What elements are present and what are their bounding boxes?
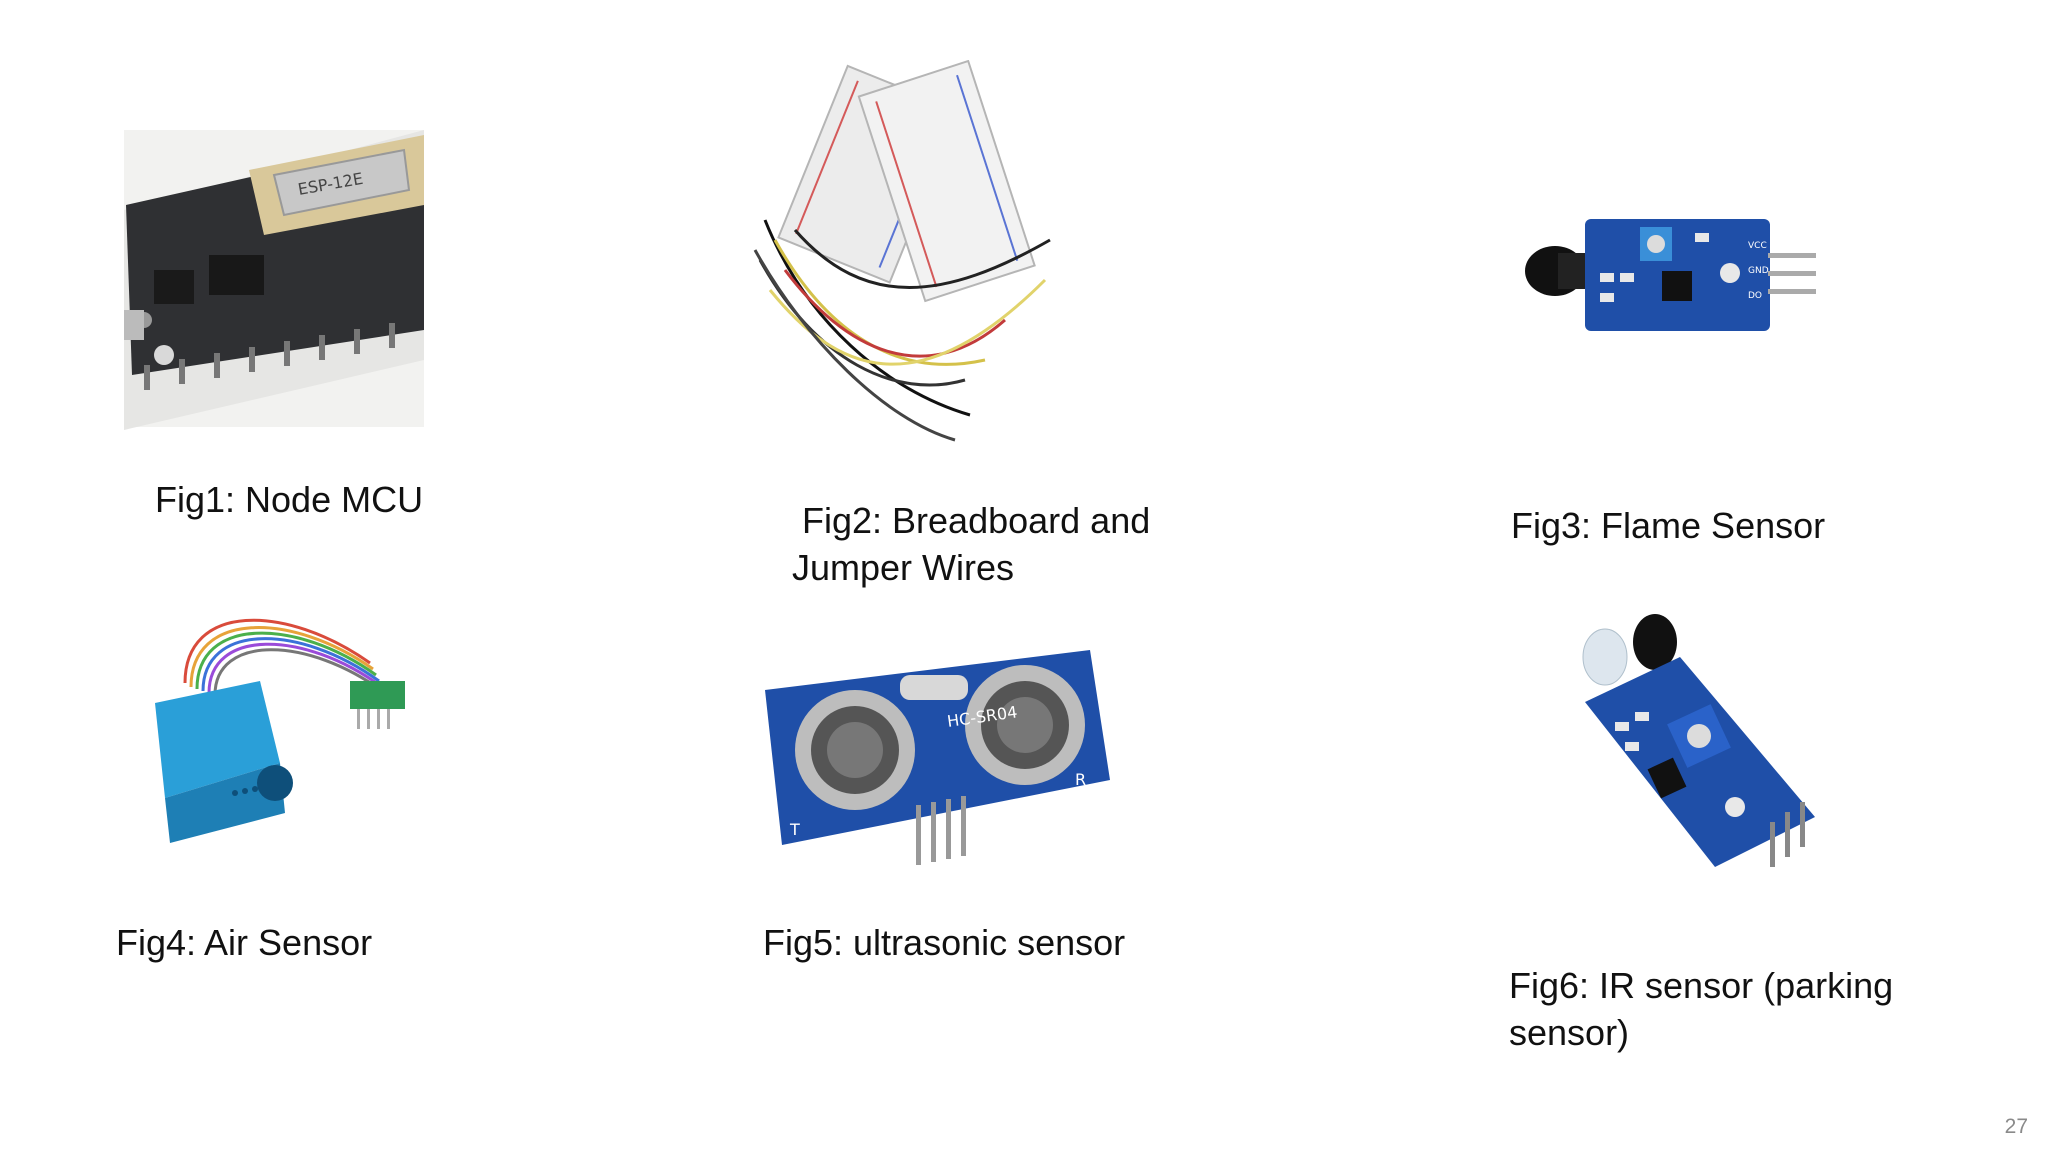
fig1-caption: Fig1: Node MCU [155,479,424,520]
fig6-caption-line2: sensor) [1509,1012,1630,1053]
ultrasonic-sensor-image: HC-SR04 T R [765,650,1110,865]
flame-pin-do: DO [1748,291,1762,301]
node-mcu-image: ESP-12E [124,130,424,430]
ultrasonic-r-label: R [1075,770,1086,789]
fig2-caption-line2: Jumper Wires [792,547,1015,588]
ir-sensor-image [1582,614,1815,867]
fig6-caption-line1: Fig6: IR sensor (parking [1509,965,1894,1006]
fig2-caption-line1: Fig2: Breadboard and [802,500,1151,541]
fig6-caption: Fig6: IR sensor (parking sensor) [1509,962,1929,1056]
fig3-caption: Fig3: Flame Sensor [1511,505,1826,546]
air-sensor-image [155,618,405,843]
fig2-caption: Fig2: Breadboard and Jumper Wires [792,497,1192,591]
breadboard-wires-image [753,60,1051,442]
fig4-caption: Fig4: Air Sensor [116,922,373,963]
flame-sensor-image: VCC GND DO [1525,219,1816,331]
page-number: 27 [2004,1115,2028,1138]
ultrasonic-t-label: T [789,820,800,839]
flame-pin-vcc: VCC [1748,241,1767,251]
fig5-caption: Fig5: ultrasonic sensor [763,922,1126,963]
flame-pin-gnd: GND [1748,266,1769,276]
